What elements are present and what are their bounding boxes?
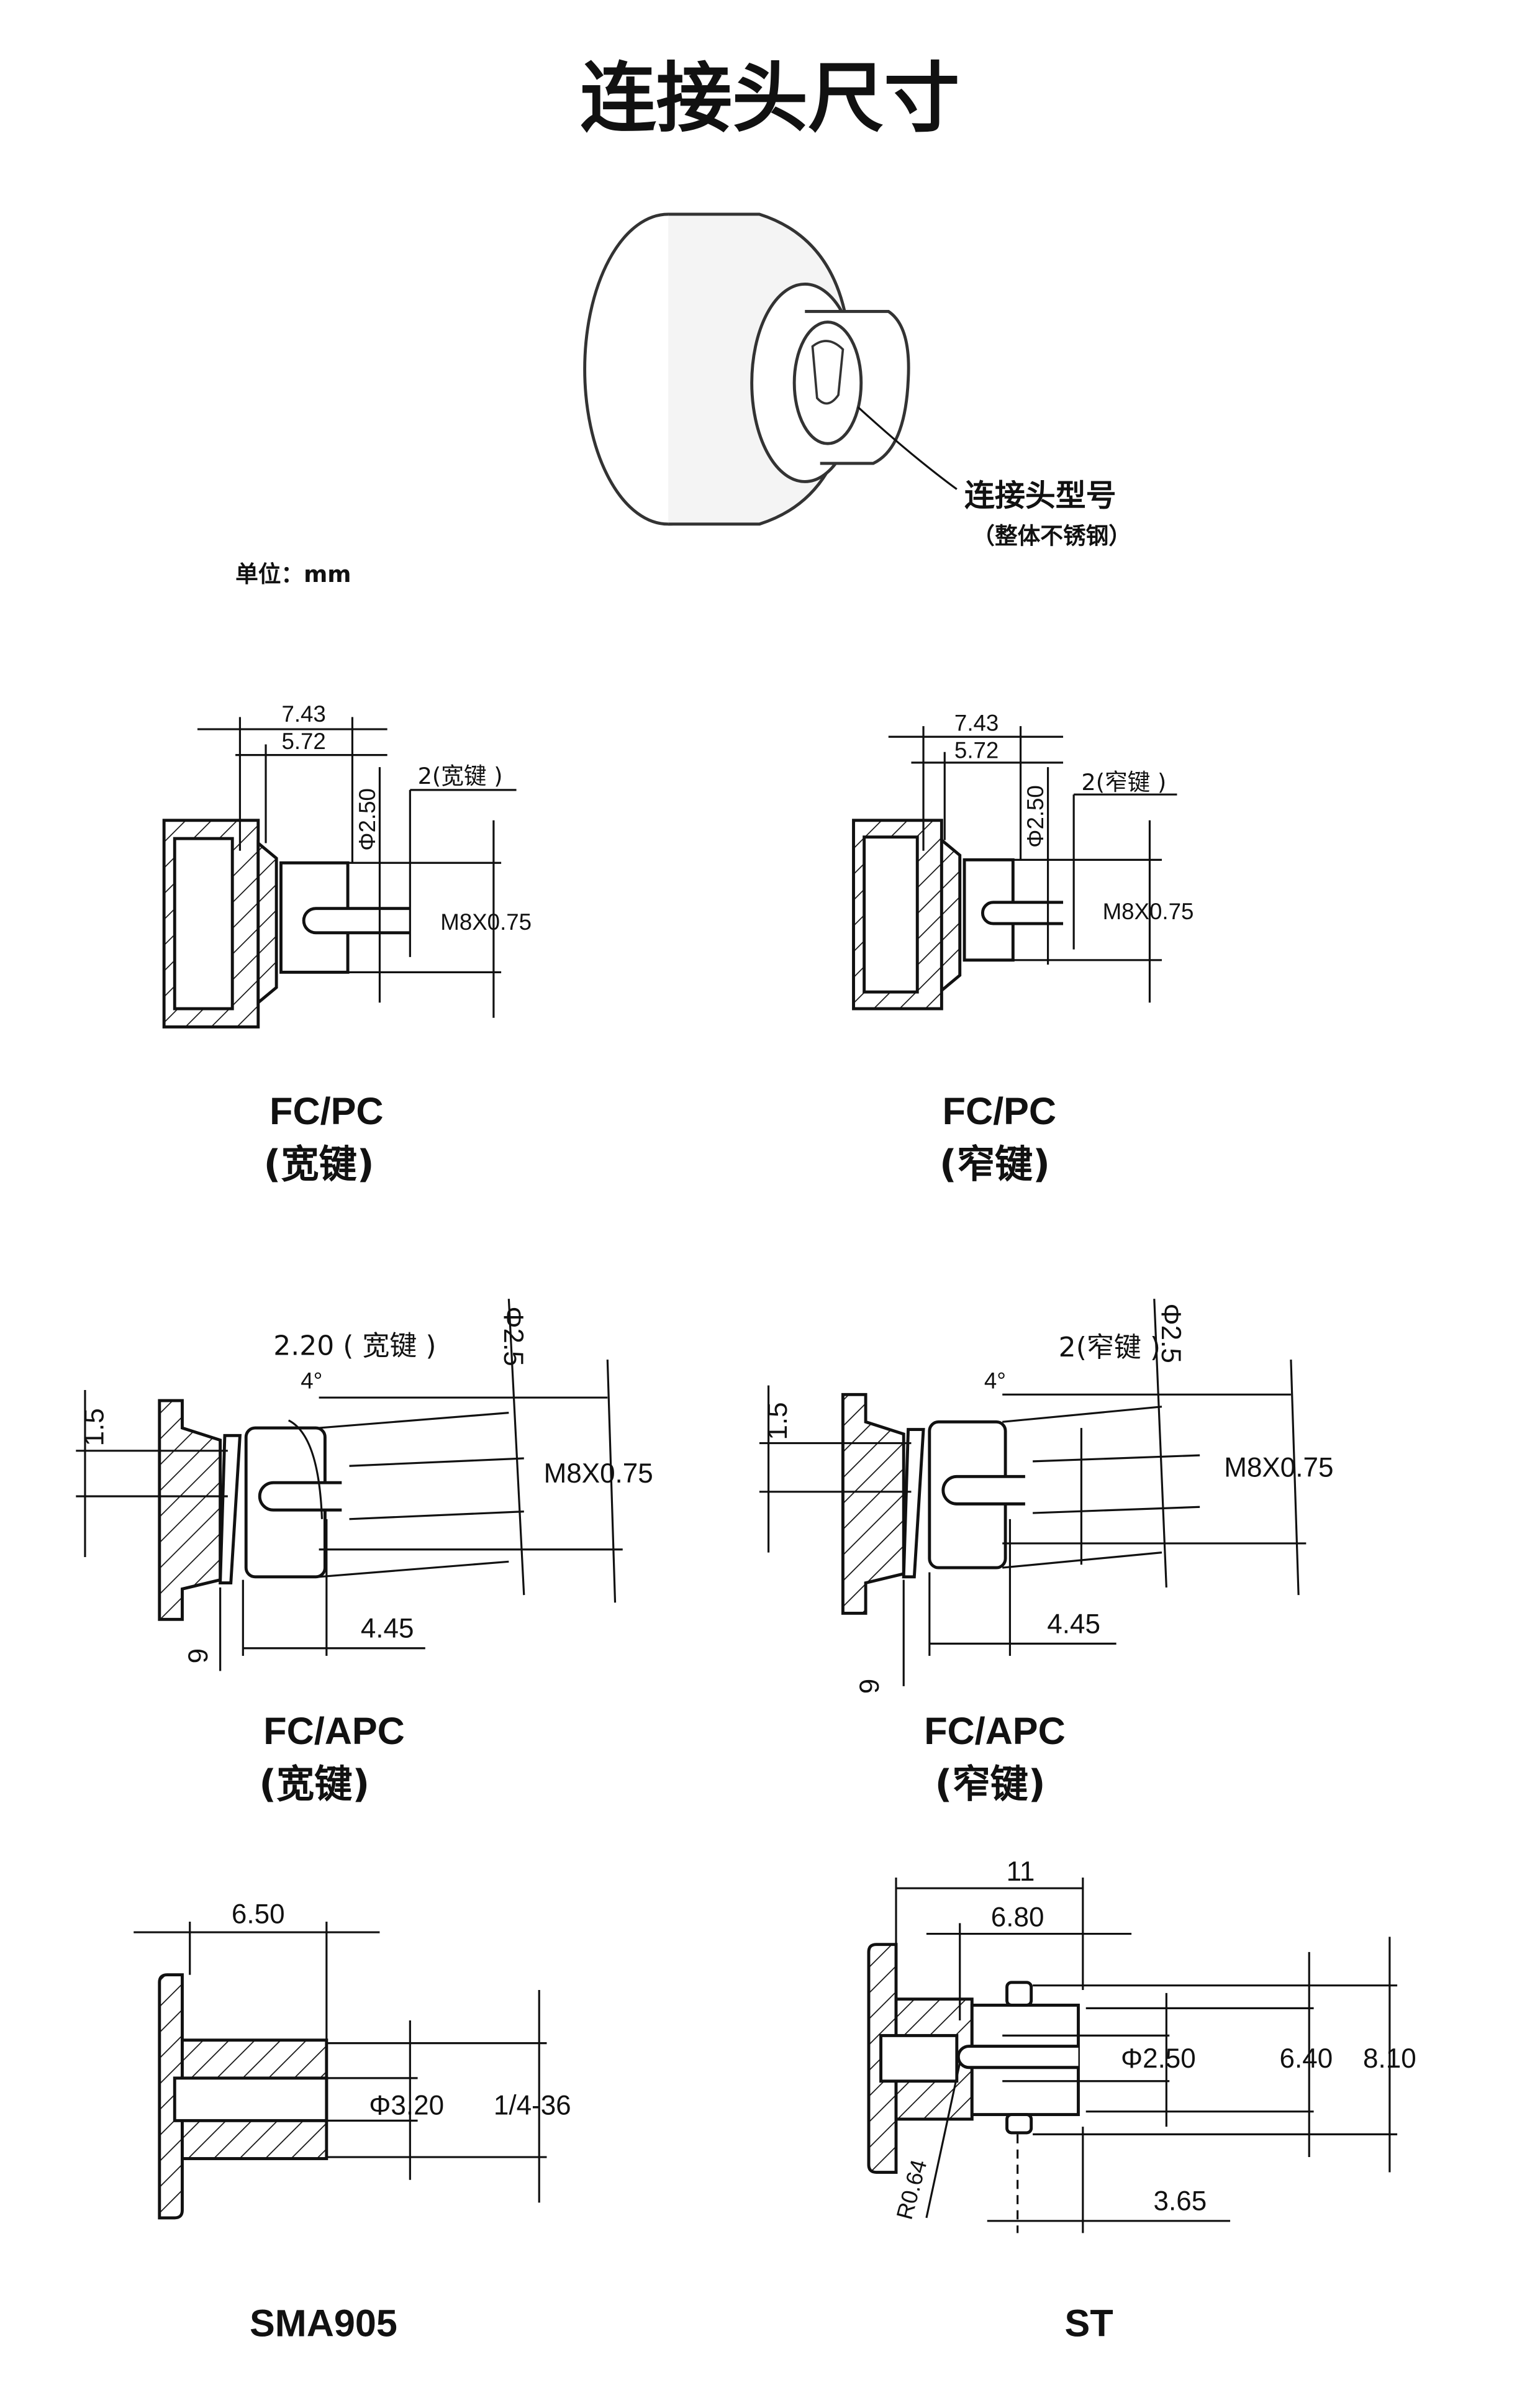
st-dim-3-65: 3.65 [1154,2186,1207,2217]
fc-apc-wide-dim-6: 6 [182,1648,212,1663]
connector-3d-illustration [583,212,958,526]
sma905-dim-6-50: 6.50 [232,1899,285,1929]
fc-pc-narrow-name: FC/PC [943,1090,1056,1132]
fc-pc-wide-dim-key: 2(宽键 ) [418,763,503,789]
fc-apc-narrow-dim-1-5: 1.5 [763,1402,793,1440]
sma905-dim-dia: Φ3.20 [369,2091,444,2121]
st-dim-6-80: 6.80 [991,1902,1044,1932]
fc-apc-wide-dim-angle: 4° [301,1368,322,1394]
fc-apc-wide-name: FC/APC [263,1710,405,1752]
fc-pc-wide-dim-thread: M8X0.75 [440,909,532,935]
fc-apc-wide-key: (宽键) [259,1762,369,1806]
fc-pc-narrow-dim-key: 2(窄键 ) [1081,769,1166,796]
st-dim-8-10: 8.10 [1363,2043,1416,2074]
fc-apc-narrow-dim-dia: Φ2.5 [1156,1304,1186,1363]
sma905-name: SMA905 [250,2302,397,2345]
unit-label: 单位：mm [235,561,351,588]
st-drawing [867,1878,1398,2233]
fc-apc-wide-dim-1-5: 1.5 [79,1408,109,1446]
fc-apc-wide-dim-key: 2.20 ( 宽键 ) [273,1330,436,1362]
fc-pc-wide-key: (宽键) [264,1143,374,1187]
fc-pc-wide-dim-5-72: 5.72 [281,729,325,754]
page-title: 连接头尺寸 [580,54,959,143]
fc-apc-narrow-dim-key: 2(窄键 ) [1059,1332,1161,1363]
fc-pc-narrow-dim-7-43: 7.43 [954,710,999,735]
fc-apc-narrow-key: (窄键) [935,1762,1046,1806]
fc-apc-wide-dim-thread: M8X0.75 [544,1458,653,1489]
st-dim-dia: Φ2.50 [1121,2043,1196,2074]
fc-apc-narrow-dim-thread: M8X0.75 [1224,1452,1333,1483]
st-dim-11: 11 [1007,1856,1035,1887]
fc-apc-wide-drawing [76,1299,623,1671]
fc-apc-narrow-name: FC/APC [924,1710,1066,1752]
fc-pc-wide-drawing [162,717,517,1029]
sma905-dim-thread: 1/4-36 [494,2091,571,2121]
fc-apc-narrow-drawing [759,1299,1307,1686]
fc-pc-narrow-key: (窄键) [940,1143,1050,1187]
fc-apc-narrow-dim-angle: 4° [984,1368,1006,1394]
fc-apc-narrow-dim-4-45: 4.45 [1047,1609,1100,1639]
fc-apc-narrow-dim-6: 6 [853,1679,884,1694]
st-name: ST [1065,2302,1113,2345]
fc-pc-wide-dim-7-43: 7.43 [281,701,325,727]
connector-model-label: 连接头型号 [964,478,1116,514]
fc-pc-wide-dim-dia: Φ2.50 [355,788,380,851]
st-dim-6-40: 6.40 [1280,2043,1333,2074]
connector-material-label: （整体不锈钢） [972,523,1131,550]
fc-pc-narrow-dim-dia: Φ2.50 [1023,785,1048,848]
fc-pc-wide-name: FC/PC [270,1090,383,1132]
fc-pc-narrow-dim-thread: M8X0.75 [1103,899,1194,924]
fc-apc-wide-dim-dia: Φ2.5 [498,1306,528,1366]
fc-pc-narrow-dim-5-72: 5.72 [954,738,999,763]
fc-pc-narrow-drawing [852,726,1177,1011]
fc-apc-wide-dim-4-45: 4.45 [361,1614,414,1644]
sma905-drawing [134,1921,547,2220]
